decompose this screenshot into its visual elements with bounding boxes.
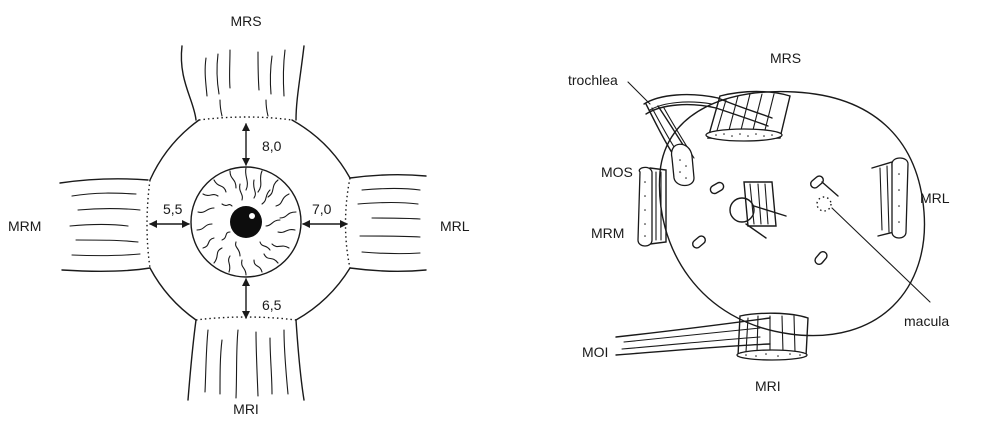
label-macula: macula <box>904 313 949 329</box>
trochlea-structure <box>644 95 772 158</box>
right-diagram: trochlea MRS MOS MRM MRL macula MOI MRI <box>568 50 950 394</box>
label-mrs-left: MRS <box>230 13 261 29</box>
label-mri-right: MRI <box>755 378 781 394</box>
inferior-rectus-muscle <box>188 320 304 400</box>
label-trochlea: trochlea <box>568 72 618 88</box>
lateral-rectus-muscle-3d <box>872 158 908 238</box>
distance-left-value: 5,5 <box>163 201 183 217</box>
label-mrs-right: MRS <box>770 50 801 66</box>
optic-nerve-center <box>730 182 786 238</box>
label-mos-right: MOS <box>601 164 633 180</box>
iris <box>191 167 301 277</box>
label-mrl-right: MRL <box>920 190 950 206</box>
left-diagram: MRS MRI MRM MRL 8,0 5,5 7,0 6,5 <box>8 13 470 416</box>
label-mri-left: MRI <box>233 401 259 416</box>
distance-top-value: 8,0 <box>262 138 282 154</box>
distance-bottom-value: 6,5 <box>262 297 282 313</box>
superior-oblique-muscle-end <box>672 144 694 185</box>
label-mrm-right: MRM <box>591 225 624 241</box>
label-mrl-left: MRL <box>440 218 470 234</box>
vessel-stubs <box>691 174 838 265</box>
superior-rectus-muscle <box>181 46 304 120</box>
distance-right-value: 7,0 <box>312 201 332 217</box>
lateral-rectus-muscle <box>350 175 426 272</box>
eyeball-3d <box>659 92 924 336</box>
medial-rectus-muscle <box>60 179 150 272</box>
label-mrm-left: MRM <box>8 218 41 234</box>
leader-lines <box>628 82 930 302</box>
label-moi-right: MOI <box>582 344 608 360</box>
superior-rectus-muscle-3d <box>706 92 790 142</box>
macula-spot <box>817 197 831 211</box>
pupil <box>230 206 262 238</box>
pupil-highlight <box>249 213 255 219</box>
medial-rectus-muscle-3d <box>638 167 666 246</box>
inferior-rectus-muscle-3d <box>737 313 808 360</box>
